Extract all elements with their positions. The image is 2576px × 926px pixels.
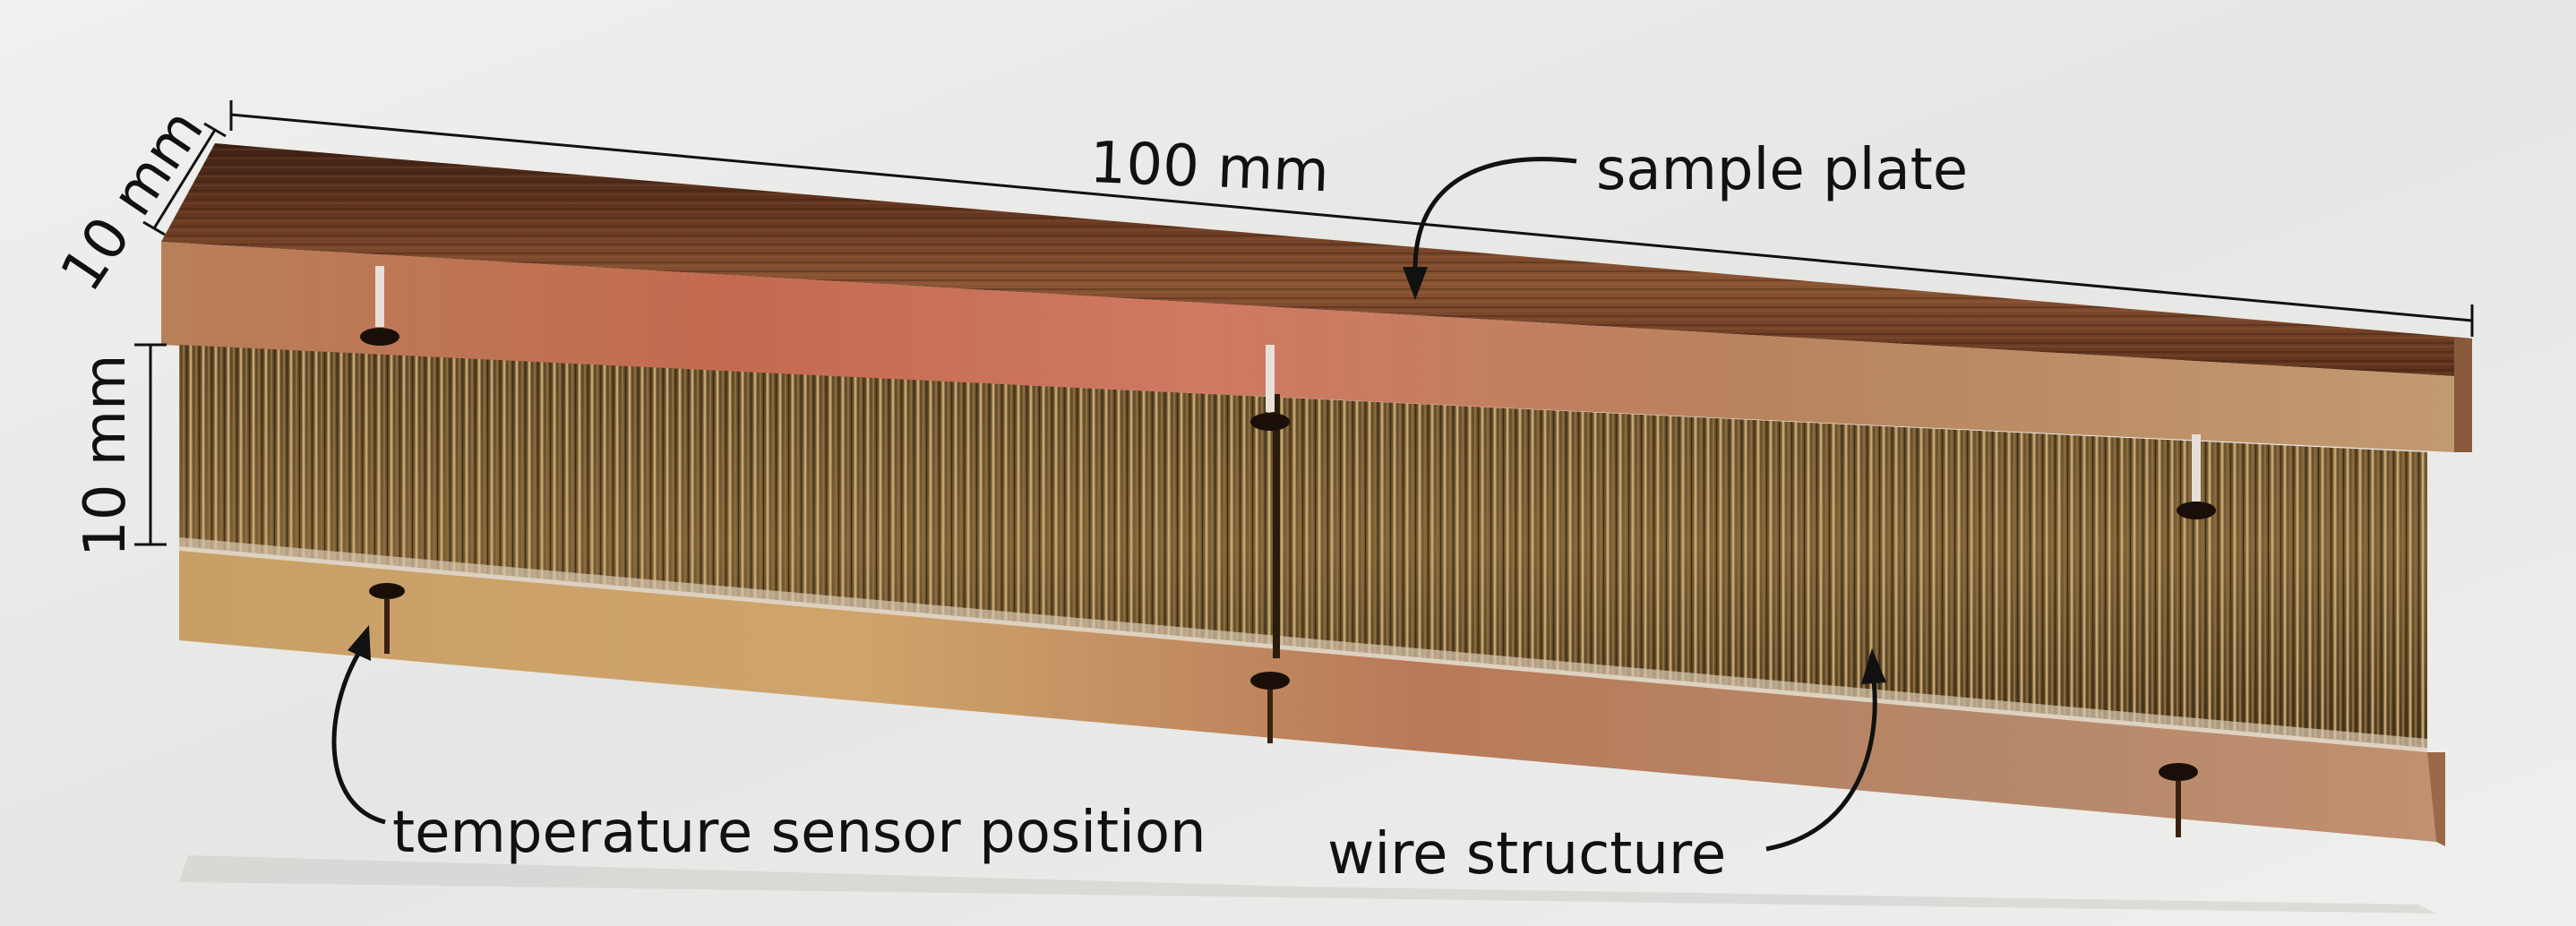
wire-structure-label: wire structure [1327,821,1727,887]
sample-plate-label: sample plate [1596,137,1969,203]
dimension-height-label: 10 mm [73,354,139,557]
temperature-sensor-label: temperature sensor position [392,800,1206,866]
dimension-length-label: 100 mm [1088,130,1331,206]
